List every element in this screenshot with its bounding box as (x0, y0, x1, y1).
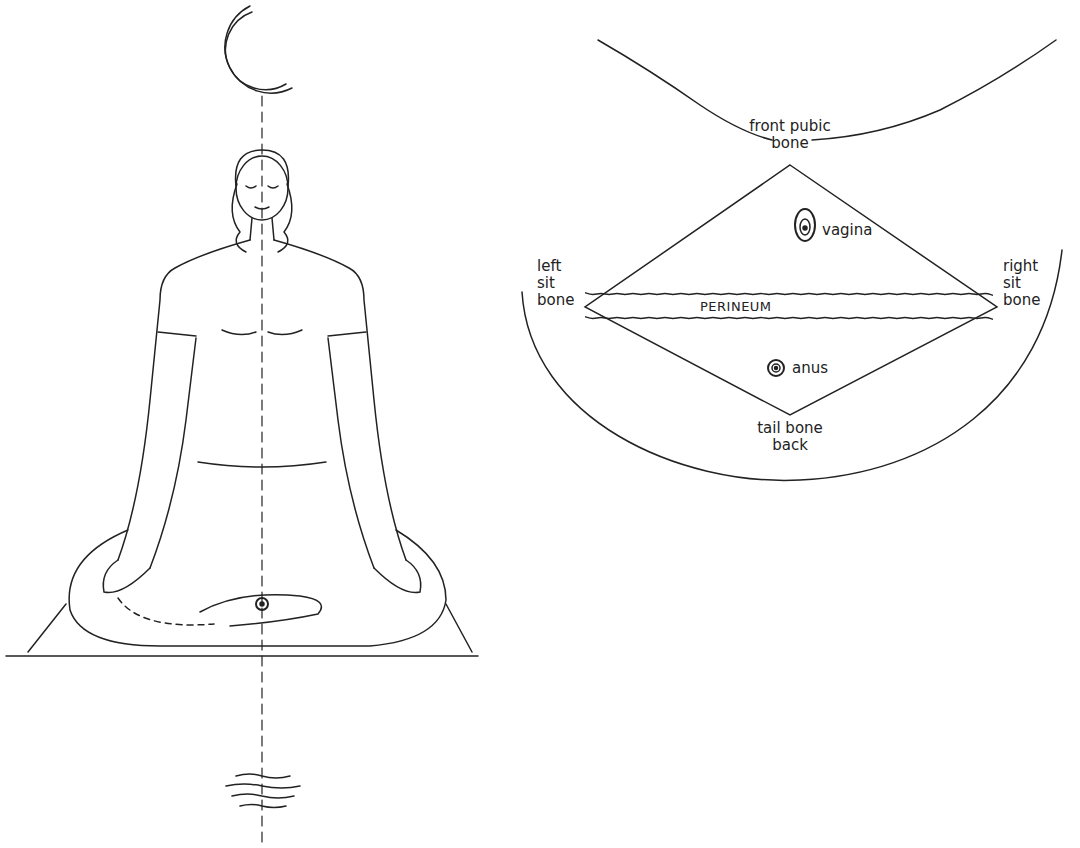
buttocks-outline (522, 250, 1062, 480)
thigh-right (812, 40, 1056, 140)
anus-symbol-dot (775, 367, 778, 370)
vagina-symbol (795, 209, 815, 241)
root-point (256, 598, 268, 610)
inner-arms (150, 338, 374, 568)
foot (200, 595, 321, 626)
moon-inner-line (225, 12, 286, 90)
thigh-left (598, 40, 772, 140)
bone-label: front pubic bone (742, 118, 838, 152)
pelvic-diamond: vagina anus PERINEUM (585, 165, 997, 415)
node-text: anus (792, 360, 828, 377)
perineum-band: PERINEUM (585, 293, 997, 319)
band-top-line (585, 293, 993, 296)
band-outline (585, 293, 997, 319)
bone-label: tail bone back (742, 420, 838, 454)
lips (255, 207, 269, 209)
vagina-symbol-dot (803, 226, 807, 230)
head (236, 156, 288, 220)
node-text: PERINEUM (700, 298, 772, 315)
hair (236, 150, 289, 186)
sleeves (158, 332, 366, 336)
dashed-axis (261, 96, 262, 842)
root-point-inner (260, 602, 264, 606)
node-text: vagina (822, 222, 872, 239)
water-ripples (226, 774, 300, 808)
eye-right (268, 186, 278, 188)
neck (250, 218, 274, 240)
waist (198, 462, 326, 467)
hand-left (103, 560, 150, 593)
anus-symbol (768, 360, 784, 376)
chest (222, 330, 302, 335)
moon-crescent (225, 6, 292, 93)
hand-right (374, 560, 421, 593)
legs (69, 530, 446, 646)
eye-left (246, 186, 256, 188)
band-bottom-line (585, 317, 993, 320)
bone-label: right sit bone (1003, 258, 1049, 309)
anus-symbol-inner (772, 364, 780, 372)
vagina-symbol-inner (800, 219, 810, 235)
mat (6, 604, 478, 656)
diamond-shape (585, 165, 997, 415)
diamond-outline (585, 165, 997, 415)
bone-label: left sit bone (537, 258, 581, 309)
body-left (118, 240, 250, 560)
body-right (274, 240, 406, 560)
